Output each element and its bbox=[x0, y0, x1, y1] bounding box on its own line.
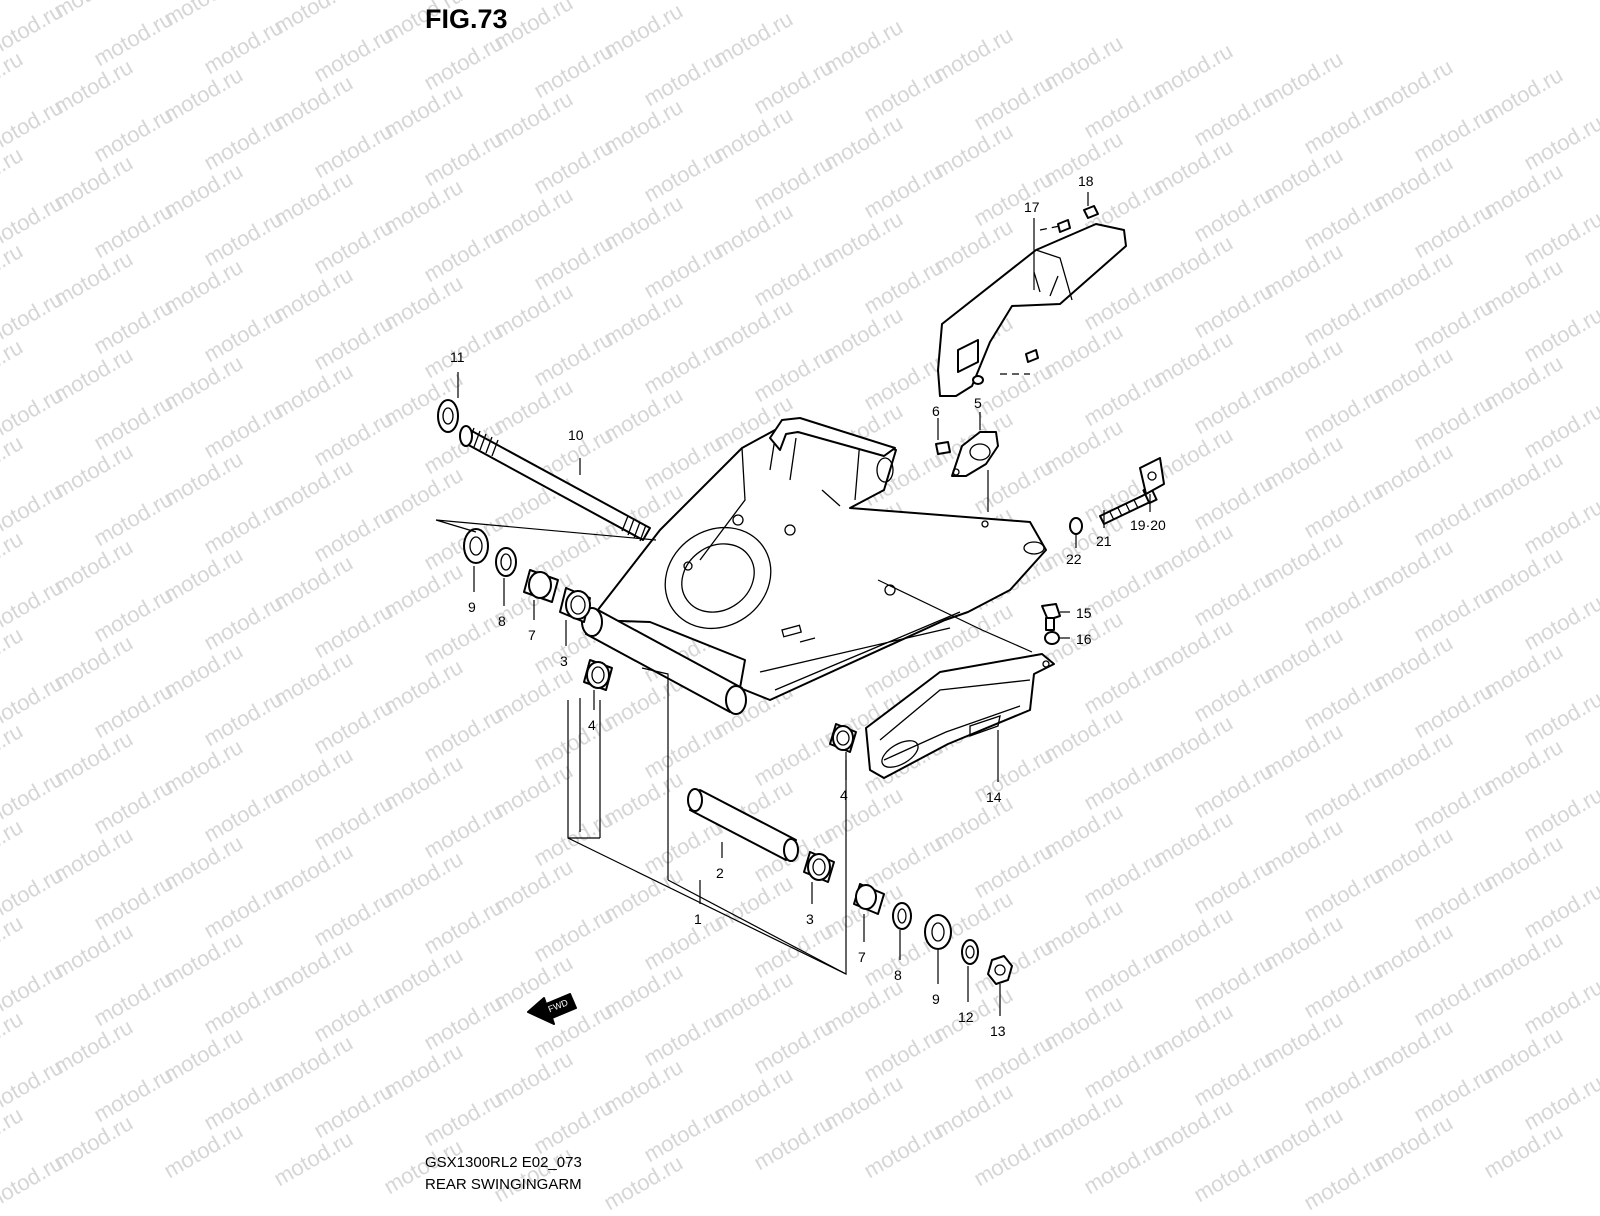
bearing-4a bbox=[583, 659, 613, 691]
plate-19-20 bbox=[1139, 457, 1165, 495]
swingarm-frame bbox=[589, 417, 1047, 701]
nut-16 bbox=[1044, 631, 1060, 645]
pivot-shaft bbox=[459, 425, 651, 542]
dashed-guides bbox=[1000, 225, 1061, 375]
washer-8a bbox=[495, 547, 517, 577]
callout-2: 2 bbox=[716, 865, 724, 881]
nut-11 bbox=[437, 399, 459, 433]
callout-labels: 1 2 3 3 4 4 5 6 7 7 8 8 9 9 10 11 12 13 … bbox=[450, 173, 1166, 1039]
callout-16: 16 bbox=[1076, 631, 1092, 647]
spacer-7b bbox=[853, 883, 885, 915]
washer-22 bbox=[1069, 517, 1083, 535]
callout-5: 5 bbox=[974, 395, 982, 411]
callout-13: 13 bbox=[990, 1023, 1006, 1039]
callout-9-right: 9 bbox=[932, 991, 940, 1007]
fwd-arrow: FWD bbox=[527, 993, 577, 1025]
chain-buffer bbox=[865, 653, 1055, 779]
callout-6: 6 bbox=[932, 403, 940, 419]
bracket-5 bbox=[951, 431, 999, 477]
leader-lines bbox=[435, 192, 1151, 1016]
callout-1: 1 bbox=[694, 911, 702, 927]
bearing-3a bbox=[559, 587, 591, 623]
model-code: GSX1300RL2 E02_073 bbox=[425, 1154, 582, 1171]
callout-4-left: 4 bbox=[588, 717, 596, 733]
callout-11: 11 bbox=[450, 349, 465, 365]
section-name: REAR SWINGINGARM bbox=[425, 1176, 582, 1193]
callout-18: 18 bbox=[1078, 173, 1094, 189]
callout-9-left: 9 bbox=[468, 599, 476, 615]
washer-12 bbox=[961, 939, 979, 965]
callout-19-20: 19·20 bbox=[1130, 517, 1166, 533]
bolt-15 bbox=[1041, 603, 1061, 631]
callout-12: 12 bbox=[958, 1009, 974, 1025]
callout-17: 17 bbox=[1024, 199, 1040, 215]
bearing-3b bbox=[803, 851, 835, 883]
bearing-4b bbox=[829, 723, 857, 753]
callout-15: 15 bbox=[1076, 605, 1092, 621]
clip-18 bbox=[1025, 205, 1099, 363]
figure-title: FIG.73 bbox=[425, 4, 508, 34]
callout-10: 10 bbox=[568, 427, 584, 443]
washer-8b bbox=[892, 902, 912, 930]
spacer-pipe bbox=[687, 788, 799, 862]
callout-3-right: 3 bbox=[806, 911, 814, 927]
callout-8-right: 8 bbox=[894, 967, 902, 983]
callout-7-right: 7 bbox=[858, 949, 866, 965]
callout-21: 21 bbox=[1096, 533, 1112, 549]
callout-8-left: 8 bbox=[498, 613, 506, 629]
seal-9a bbox=[463, 528, 489, 564]
callout-3-left: 3 bbox=[560, 653, 568, 669]
seal-9b bbox=[924, 914, 952, 950]
screw-6 bbox=[935, 441, 951, 455]
callout-22: 22 bbox=[1066, 551, 1082, 567]
callout-7-left: 7 bbox=[528, 627, 536, 643]
spacer-7a bbox=[523, 569, 559, 603]
callout-4-right: 4 bbox=[840, 787, 848, 803]
nut-13 bbox=[987, 955, 1013, 985]
callout-14: 14 bbox=[986, 789, 1002, 805]
chain-guard bbox=[937, 223, 1127, 397]
